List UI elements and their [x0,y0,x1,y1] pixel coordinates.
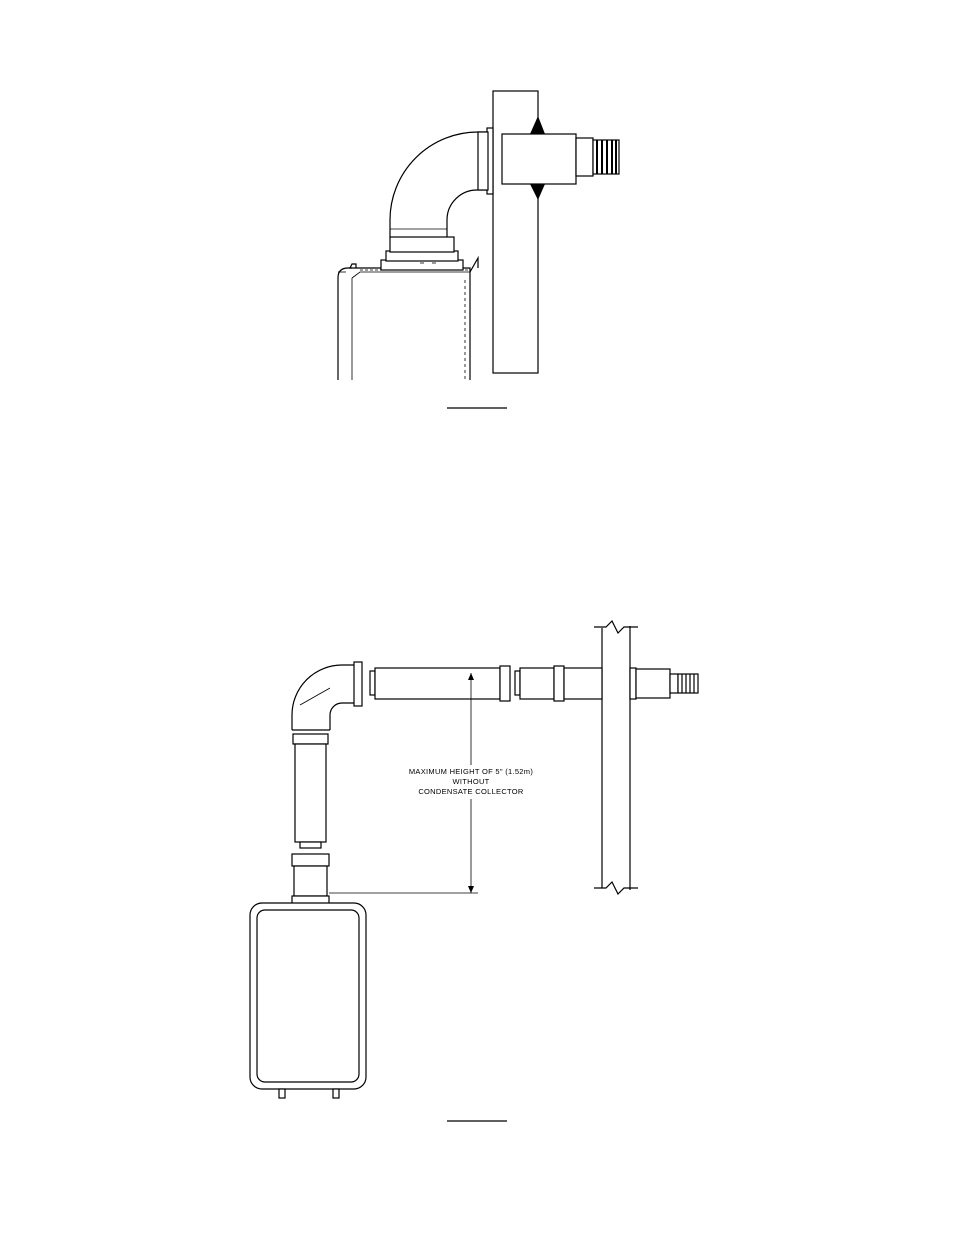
water-heater-top [338,258,478,380]
figure-top-wall-vent-detail [338,91,619,408]
vent-elbow-90 [390,132,487,237]
vent-adapter-collar [381,237,463,270]
vent-adapter-collar [292,854,329,904]
vent-terminal [630,668,698,699]
figure-bottom-vent-assembly: MAXIMUM HEIGHT OF 5" (1.52m) WITHOUT CON… [250,621,698,1121]
dimension-note-line3: CONDENSATE COLLECTOR [418,787,524,796]
wall-flange [478,128,493,194]
dimension-note: MAXIMUM HEIGHT OF 5" (1.52m) WITHOUT CON… [398,765,544,799]
dimension-note-line2: WITHOUT [452,777,489,786]
wall-section [594,621,638,894]
water-heater-unit [250,903,366,1098]
vertical-vent-pipe [293,734,328,848]
dimension-note-line1: MAXIMUM HEIGHT OF 5" (1.52m) [409,767,533,776]
vent-elbow-90 [292,662,362,730]
horizontal-vent-pipe [370,666,602,701]
